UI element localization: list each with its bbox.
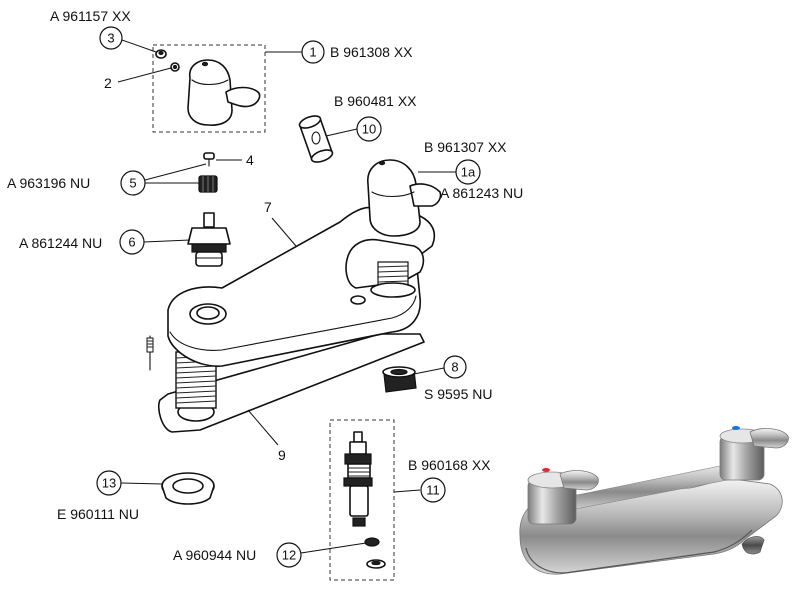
part-4-number: 4: [246, 152, 254, 168]
callout-part-1: 1 B 961308 XX: [265, 40, 413, 64]
part-1a-handle-drawing: [367, 159, 442, 237]
callout-part-11: B 960168 XX 11: [393, 457, 491, 503]
part-6-number: 6: [128, 235, 135, 250]
part-11-valve-drawing: [343, 431, 373, 527]
part-5-adapter-drawing: [198, 175, 218, 193]
valve-group-dashed-box: [329, 419, 395, 581]
part-5-code: A 963196 NU: [7, 175, 90, 191]
part-8-number: 8: [451, 360, 458, 375]
callout-part-1a: B 961307 XX 1a A 861243 NU: [418, 139, 523, 201]
part-9-base-plate-drawing: [157, 333, 425, 433]
callout-part-3: A 961157 XX 3: [50, 8, 157, 53]
handle-group-dashed-box: [152, 44, 266, 133]
part-10-code: B 960481 XX: [334, 93, 417, 109]
part-8-code: S 9595 NU: [424, 386, 492, 402]
part-11-number: 11: [426, 483, 440, 498]
part-3-number: 3: [107, 31, 114, 46]
part-1-code: B 961308 XX: [330, 44, 413, 60]
part-2-screw-drawing: [170, 62, 180, 72]
part-11-code: B 960168 XX: [408, 457, 491, 473]
cleaning-pin-drawing: [146, 335, 154, 371]
product-photo-bath-filler: [519, 426, 789, 575]
part-12-washer-drawing: [364, 537, 386, 569]
callout-part-7: 7: [264, 199, 297, 247]
callout-part-9: 9: [247, 409, 286, 463]
callout-part-8: 8 S 9595 NU: [413, 355, 492, 402]
part-1-number: 1: [309, 45, 316, 60]
part-10-number: 10: [362, 122, 376, 137]
part-4-screw-drawing: [203, 152, 215, 167]
callout-part-5: A 963196 NU 5: [7, 163, 207, 196]
part-13-number: 13: [102, 476, 116, 491]
part-1a-number: 1a: [461, 165, 476, 180]
part-7-number: 7: [264, 199, 272, 215]
part-3-code: A 961157 XX: [50, 8, 131, 24]
part-5-number: 5: [129, 176, 136, 191]
part-1a-code-2: A 861243 NU: [440, 185, 523, 201]
part-6-cartridge-drawing: [187, 212, 231, 267]
part-6-code: A 861244 NU: [19, 235, 102, 251]
part-1a-code: B 961307 XX: [424, 139, 507, 155]
callout-part-2: 2: [104, 67, 172, 91]
callout-part-6: A 861244 NU 6: [19, 229, 191, 255]
part-9-number: 9: [278, 447, 286, 463]
part-8-ring-drawing: [382, 366, 417, 393]
callout-part-13: 13 E 960111 NU: [57, 470, 163, 522]
callout-part-12: A 960944 NU 12: [173, 542, 367, 568]
part-13-flange-drawing: [161, 472, 215, 505]
part-12-number: 12: [282, 548, 296, 563]
part-12-code: A 960944 NU: [173, 547, 256, 563]
part-13-code: E 960111 NU: [57, 506, 139, 522]
part-2-number: 2: [104, 75, 112, 91]
part-3-cap-drawing: [155, 49, 167, 59]
part-1-lever-handle-drawing: [187, 59, 261, 126]
callout-part-10: B 960481 XX 10: [325, 93, 417, 142]
part-10-sleeve-drawing: [298, 115, 334, 163]
callout-part-4: 4: [216, 152, 254, 168]
part-7-spout-body-drawing: [167, 206, 436, 409]
